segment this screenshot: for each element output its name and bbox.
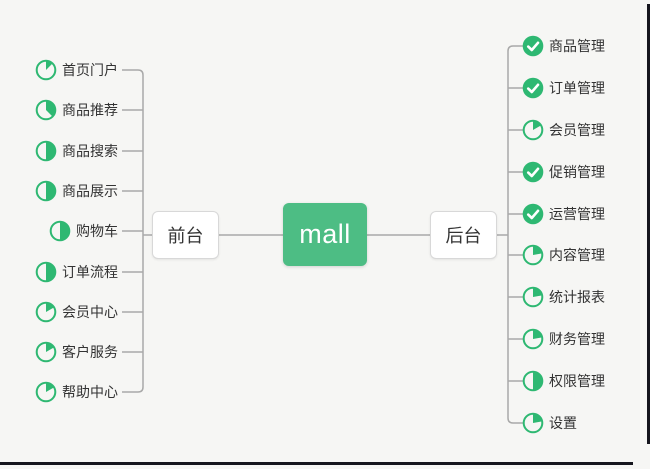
item-label: 统计报表 [549, 289, 605, 305]
mindmap-item-left[interactable]: 客户服务 [35, 339, 118, 365]
item-label: 内容管理 [549, 247, 605, 263]
item-label: 运营管理 [549, 206, 605, 222]
pie-progress-icon [35, 59, 57, 81]
pie-progress-icon [522, 370, 544, 392]
mindmap-item-left[interactable]: 购物车 [49, 218, 118, 244]
mindmap-item-left[interactable]: 订单流程 [35, 259, 118, 285]
check-circle-icon [522, 203, 544, 225]
check-circle-icon [522, 35, 544, 57]
mindmap-item-right[interactable]: 运营管理 [522, 201, 605, 227]
item-label: 商品推荐 [62, 102, 118, 118]
item-label: 设置 [549, 415, 577, 431]
mindmap-item-right[interactable]: 商品管理 [522, 33, 605, 59]
pie-progress-icon [35, 341, 57, 363]
mindmap-item-left[interactable]: 商品搜索 [35, 138, 118, 164]
branch-node-backend[interactable]: 后台 [430, 211, 497, 259]
root-node-label: mall [299, 219, 351, 249]
mindmap-item-right[interactable]: 促销管理 [522, 159, 605, 185]
item-label: 促销管理 [549, 164, 605, 180]
mindmap-item-right[interactable]: 订单管理 [522, 75, 605, 101]
pie-progress-icon [35, 99, 57, 121]
mindmap-item-left[interactable]: 首页门户 [35, 57, 118, 83]
screenshot-right-edge-line [647, 4, 650, 444]
mindmap-item-left[interactable]: 商品展示 [35, 178, 118, 204]
mindmap-item-right[interactable]: 设置 [522, 410, 577, 436]
pie-progress-icon [522, 286, 544, 308]
pie-progress-icon [522, 328, 544, 350]
check-circle-icon [522, 77, 544, 99]
mindmap-item-right[interactable]: 统计报表 [522, 284, 605, 310]
mindmap-item-right[interactable]: 内容管理 [522, 242, 605, 268]
pie-progress-icon [35, 261, 57, 283]
item-label: 商品管理 [549, 38, 605, 54]
mindmap-item-left[interactable]: 会员中心 [35, 299, 118, 325]
pie-progress-icon [35, 180, 57, 202]
mindmap-item-right[interactable]: 财务管理 [522, 326, 605, 352]
item-label: 客户服务 [62, 344, 118, 360]
item-label: 权限管理 [549, 373, 605, 389]
pie-progress-icon [522, 119, 544, 141]
pie-progress-icon [35, 381, 57, 403]
item-label: 会员管理 [549, 122, 605, 138]
branch-node-label: 后台 [445, 226, 482, 246]
item-label: 商品搜索 [62, 143, 118, 159]
item-label: 订单管理 [549, 80, 605, 96]
pie-progress-icon [35, 140, 57, 162]
item-label: 订单流程 [62, 264, 118, 280]
item-label: 财务管理 [549, 331, 605, 347]
item-label: 商品展示 [62, 183, 118, 199]
screenshot-bottom-edge-line [0, 462, 633, 465]
mindmap-item-left[interactable]: 商品推荐 [35, 97, 118, 123]
item-label: 首页门户 [62, 62, 118, 78]
item-label: 帮助中心 [62, 384, 118, 400]
branch-node-frontend[interactable]: 前台 [152, 211, 219, 259]
pie-progress-icon [35, 301, 57, 323]
pie-progress-icon [49, 220, 71, 242]
branch-node-label: 前台 [167, 226, 204, 246]
item-label: 购物车 [76, 223, 118, 239]
check-circle-icon [522, 161, 544, 183]
root-node-mall[interactable]: mall [283, 203, 367, 266]
pie-progress-icon [522, 412, 544, 434]
item-label: 会员中心 [62, 304, 118, 320]
connector-path [507, 45, 524, 424]
mindmap-item-left[interactable]: 帮助中心 [35, 379, 118, 405]
mindmap-item-right[interactable]: 权限管理 [522, 368, 605, 394]
pie-progress-icon [522, 244, 544, 266]
mindmap-item-right[interactable]: 会员管理 [522, 117, 605, 143]
